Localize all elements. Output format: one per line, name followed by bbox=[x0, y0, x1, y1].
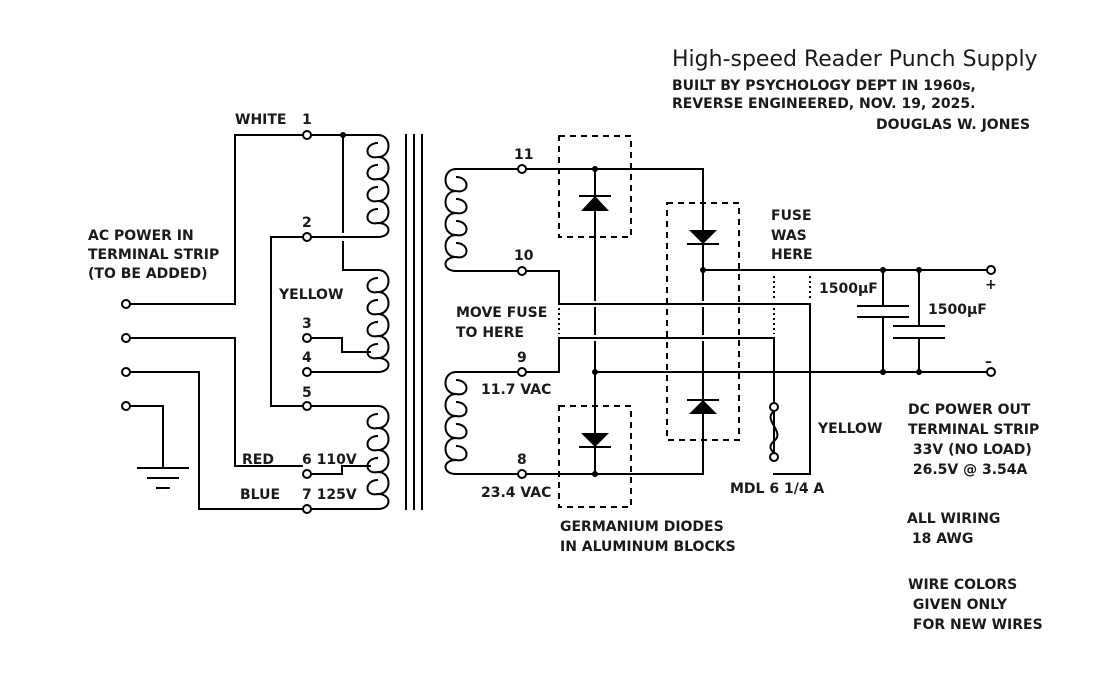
dc-out-note-4: 26.5V @ 3.54A bbox=[908, 462, 1028, 478]
primary-coil-top bbox=[366, 134, 390, 238]
terminal-label-11: 11 bbox=[514, 147, 533, 163]
heatsink-block-2 bbox=[666, 202, 740, 441]
ac-terminal-1 bbox=[121, 299, 131, 309]
fuse-was-note-1: FUSE bbox=[771, 208, 812, 224]
ac-terminal-3 bbox=[121, 367, 131, 377]
wire-label-red: RED bbox=[242, 452, 274, 468]
ac-terminal-2 bbox=[121, 333, 131, 343]
ground-icon bbox=[137, 467, 189, 489]
wire-label-yellow: YELLOW bbox=[278, 287, 343, 303]
heatsink-block-1 bbox=[558, 135, 632, 238]
terminal-label-8: 8 bbox=[517, 452, 527, 468]
capacitor-c1 bbox=[857, 267, 909, 375]
transformer-core bbox=[405, 134, 423, 510]
terminal-label-10: 10 bbox=[514, 248, 534, 264]
diode-d1 bbox=[579, 195, 611, 211]
wire-label-yellow-output: YELLOW bbox=[817, 421, 882, 437]
dc-out-note-1: DC POWER OUT bbox=[908, 402, 1031, 418]
fuse-icon bbox=[769, 402, 779, 462]
move-fuse-note-1: MOVE FUSE bbox=[456, 305, 547, 321]
wiring-note-1: ALL WIRING bbox=[907, 511, 1000, 527]
diode-d3 bbox=[687, 399, 719, 414]
ac-input-label-3: (TO BE ADDED) bbox=[88, 266, 208, 282]
primary-wiring bbox=[270, 130, 379, 514]
ac-input-label-2: TERMINAL STRIP bbox=[88, 247, 219, 263]
dc-out-positive-terminal bbox=[986, 265, 996, 275]
diode-d4 bbox=[579, 433, 611, 448]
terminal-9-voltage: 11.7 VAC bbox=[481, 382, 551, 398]
colors-note-1: WIRE COLORS bbox=[908, 577, 1017, 593]
primary-coil-bottom bbox=[366, 405, 390, 510]
ac-input-wiring bbox=[121, 134, 303, 510]
wire-label-blue: BLUE bbox=[240, 487, 280, 503]
title-author: DOUGLAS W. JONES bbox=[876, 117, 1030, 133]
fuse-was-note-3: HERE bbox=[771, 247, 813, 263]
capacitor-c2-label: 1500µF bbox=[928, 302, 987, 318]
ac-terminal-4 bbox=[121, 401, 131, 411]
terminal-label-2: 2 bbox=[302, 215, 312, 231]
colors-note-2: GIVEN ONLY bbox=[908, 597, 1008, 613]
terminal-8-voltage: 23.4 VAC bbox=[481, 485, 551, 501]
terminal-label-7: 7 125V bbox=[302, 487, 357, 503]
fuse-rating: MDL 6 1/4 A bbox=[730, 481, 824, 497]
terminal-label-3: 3 bbox=[302, 316, 312, 332]
terminal-label-1: 1 bbox=[302, 112, 312, 128]
wiring-note-2: 18 AWG bbox=[907, 531, 973, 547]
terminal-label-5: 5 bbox=[302, 385, 312, 401]
fuse-was-marker bbox=[773, 276, 811, 334]
secondary-wiring bbox=[455, 164, 989, 479]
dc-out-note-2: TERMINAL STRIP bbox=[908, 422, 1039, 438]
wire-label-white: WHITE bbox=[235, 112, 286, 128]
polarity-plus: + bbox=[985, 277, 997, 293]
title-line1: BUILT BY PSYCHOLOGY DEPT IN 1960s, bbox=[672, 78, 976, 94]
dc-out-note-3: 33V (NO LOAD) bbox=[908, 442, 1032, 458]
diodes-note-1: GERMANIUM DIODES bbox=[560, 519, 724, 535]
capacitor-c2 bbox=[893, 267, 945, 375]
diodes-note-2: IN ALUMINUM BLOCKS bbox=[560, 539, 736, 555]
dc-out-negative-terminal bbox=[986, 367, 996, 377]
terminal-label-6: 6 110V bbox=[302, 452, 357, 468]
secondary-coil-bottom bbox=[444, 371, 468, 475]
primary-coil-middle bbox=[366, 269, 390, 373]
title-line2: REVERSE ENGINEERED, NOV. 19, 2025. bbox=[672, 96, 975, 112]
title-main: High-speed Reader Punch Supply bbox=[672, 47, 1038, 72]
fuse-was-note-2: WAS bbox=[771, 228, 807, 244]
diode-d2 bbox=[687, 230, 719, 245]
secondary-coil-top bbox=[444, 168, 468, 272]
heatsink-block-3 bbox=[558, 405, 632, 508]
move-fuse-note-2: TO HERE bbox=[456, 325, 524, 341]
terminal-label-9: 9 bbox=[517, 350, 527, 366]
terminal-label-4: 4 bbox=[302, 350, 312, 366]
polarity-minus: – bbox=[985, 354, 992, 370]
ac-input-label-1: AC POWER IN bbox=[88, 228, 194, 244]
colors-note-3: FOR NEW WIRES bbox=[908, 617, 1043, 633]
capacitor-c1-label: 1500µF bbox=[819, 281, 878, 297]
